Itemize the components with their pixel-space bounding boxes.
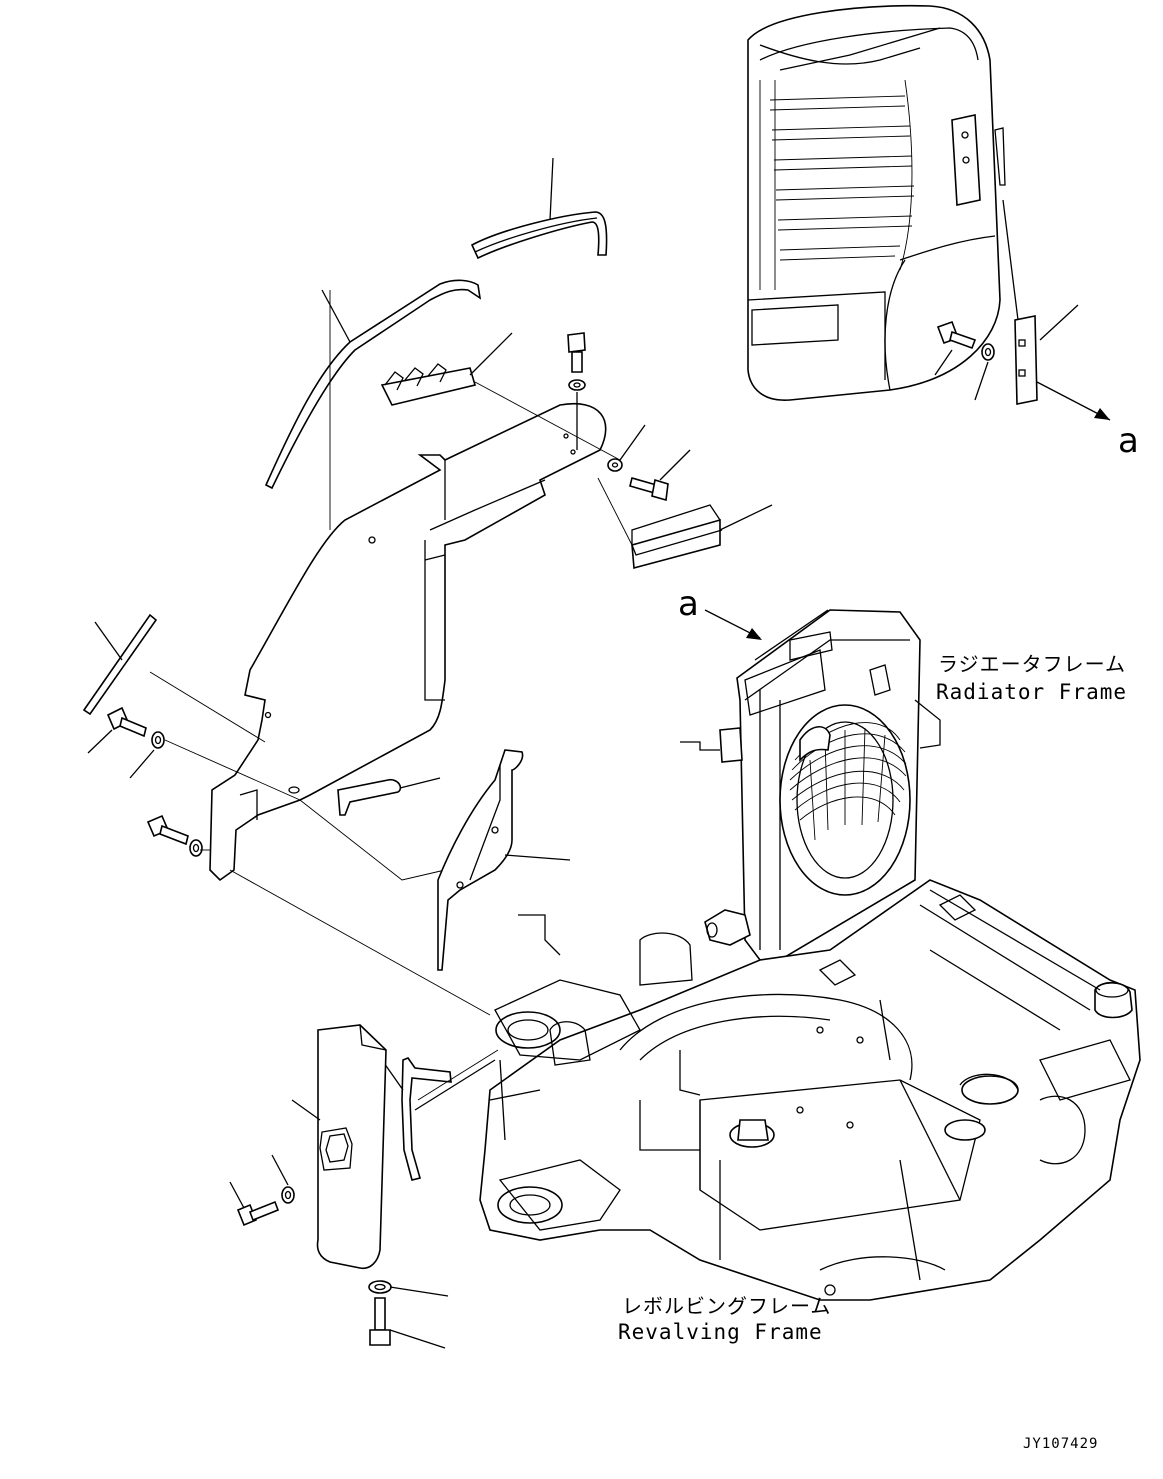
callout-a-top: a [1118, 421, 1139, 461]
guard-bolt [936, 320, 995, 361]
bolts-left [87, 706, 203, 857]
top-handle [470, 157, 608, 260]
radiator-frame-label-en: Radiator Frame [936, 680, 1128, 704]
side-cover-panel [209, 402, 607, 882]
lower-guides [417, 1049, 499, 1101]
arrow-to-a-top [1036, 381, 1111, 421]
radiator-frame [680, 609, 941, 961]
lower-cover-plate [291, 1024, 387, 1270]
assembly-lines [149, 290, 633, 1016]
side-flap [437, 749, 571, 971]
guard-bracket [1002, 199, 1038, 405]
figure-code: JY107429 [1023, 1436, 1099, 1452]
rubber-seal-u [374, 1049, 496, 1181]
channel-piece [631, 504, 773, 570]
revolving-frame-label-en: Revalving Frame [618, 1320, 823, 1344]
bolt-top-center [567, 332, 586, 450]
clip-bracket [380, 332, 513, 406]
revolving-frame [479, 879, 1141, 1301]
seal-strip-short [82, 613, 158, 716]
callout-a-frame: a [678, 584, 699, 624]
bolt-right-panel [607, 424, 691, 502]
guard-leaders [934, 304, 1079, 401]
bolts-lower [229, 1154, 449, 1349]
radiator-frame-label-jp: ラジエータフレーム [938, 652, 1126, 676]
arrow-to-a-frame [704, 609, 762, 640]
seal-strip-long [264, 279, 482, 490]
radiator-guard-cover [747, 4, 1006, 401]
wire-clip [337, 777, 441, 816]
revolving-frame-label-jp: レボルビングフレーム [622, 1294, 832, 1318]
